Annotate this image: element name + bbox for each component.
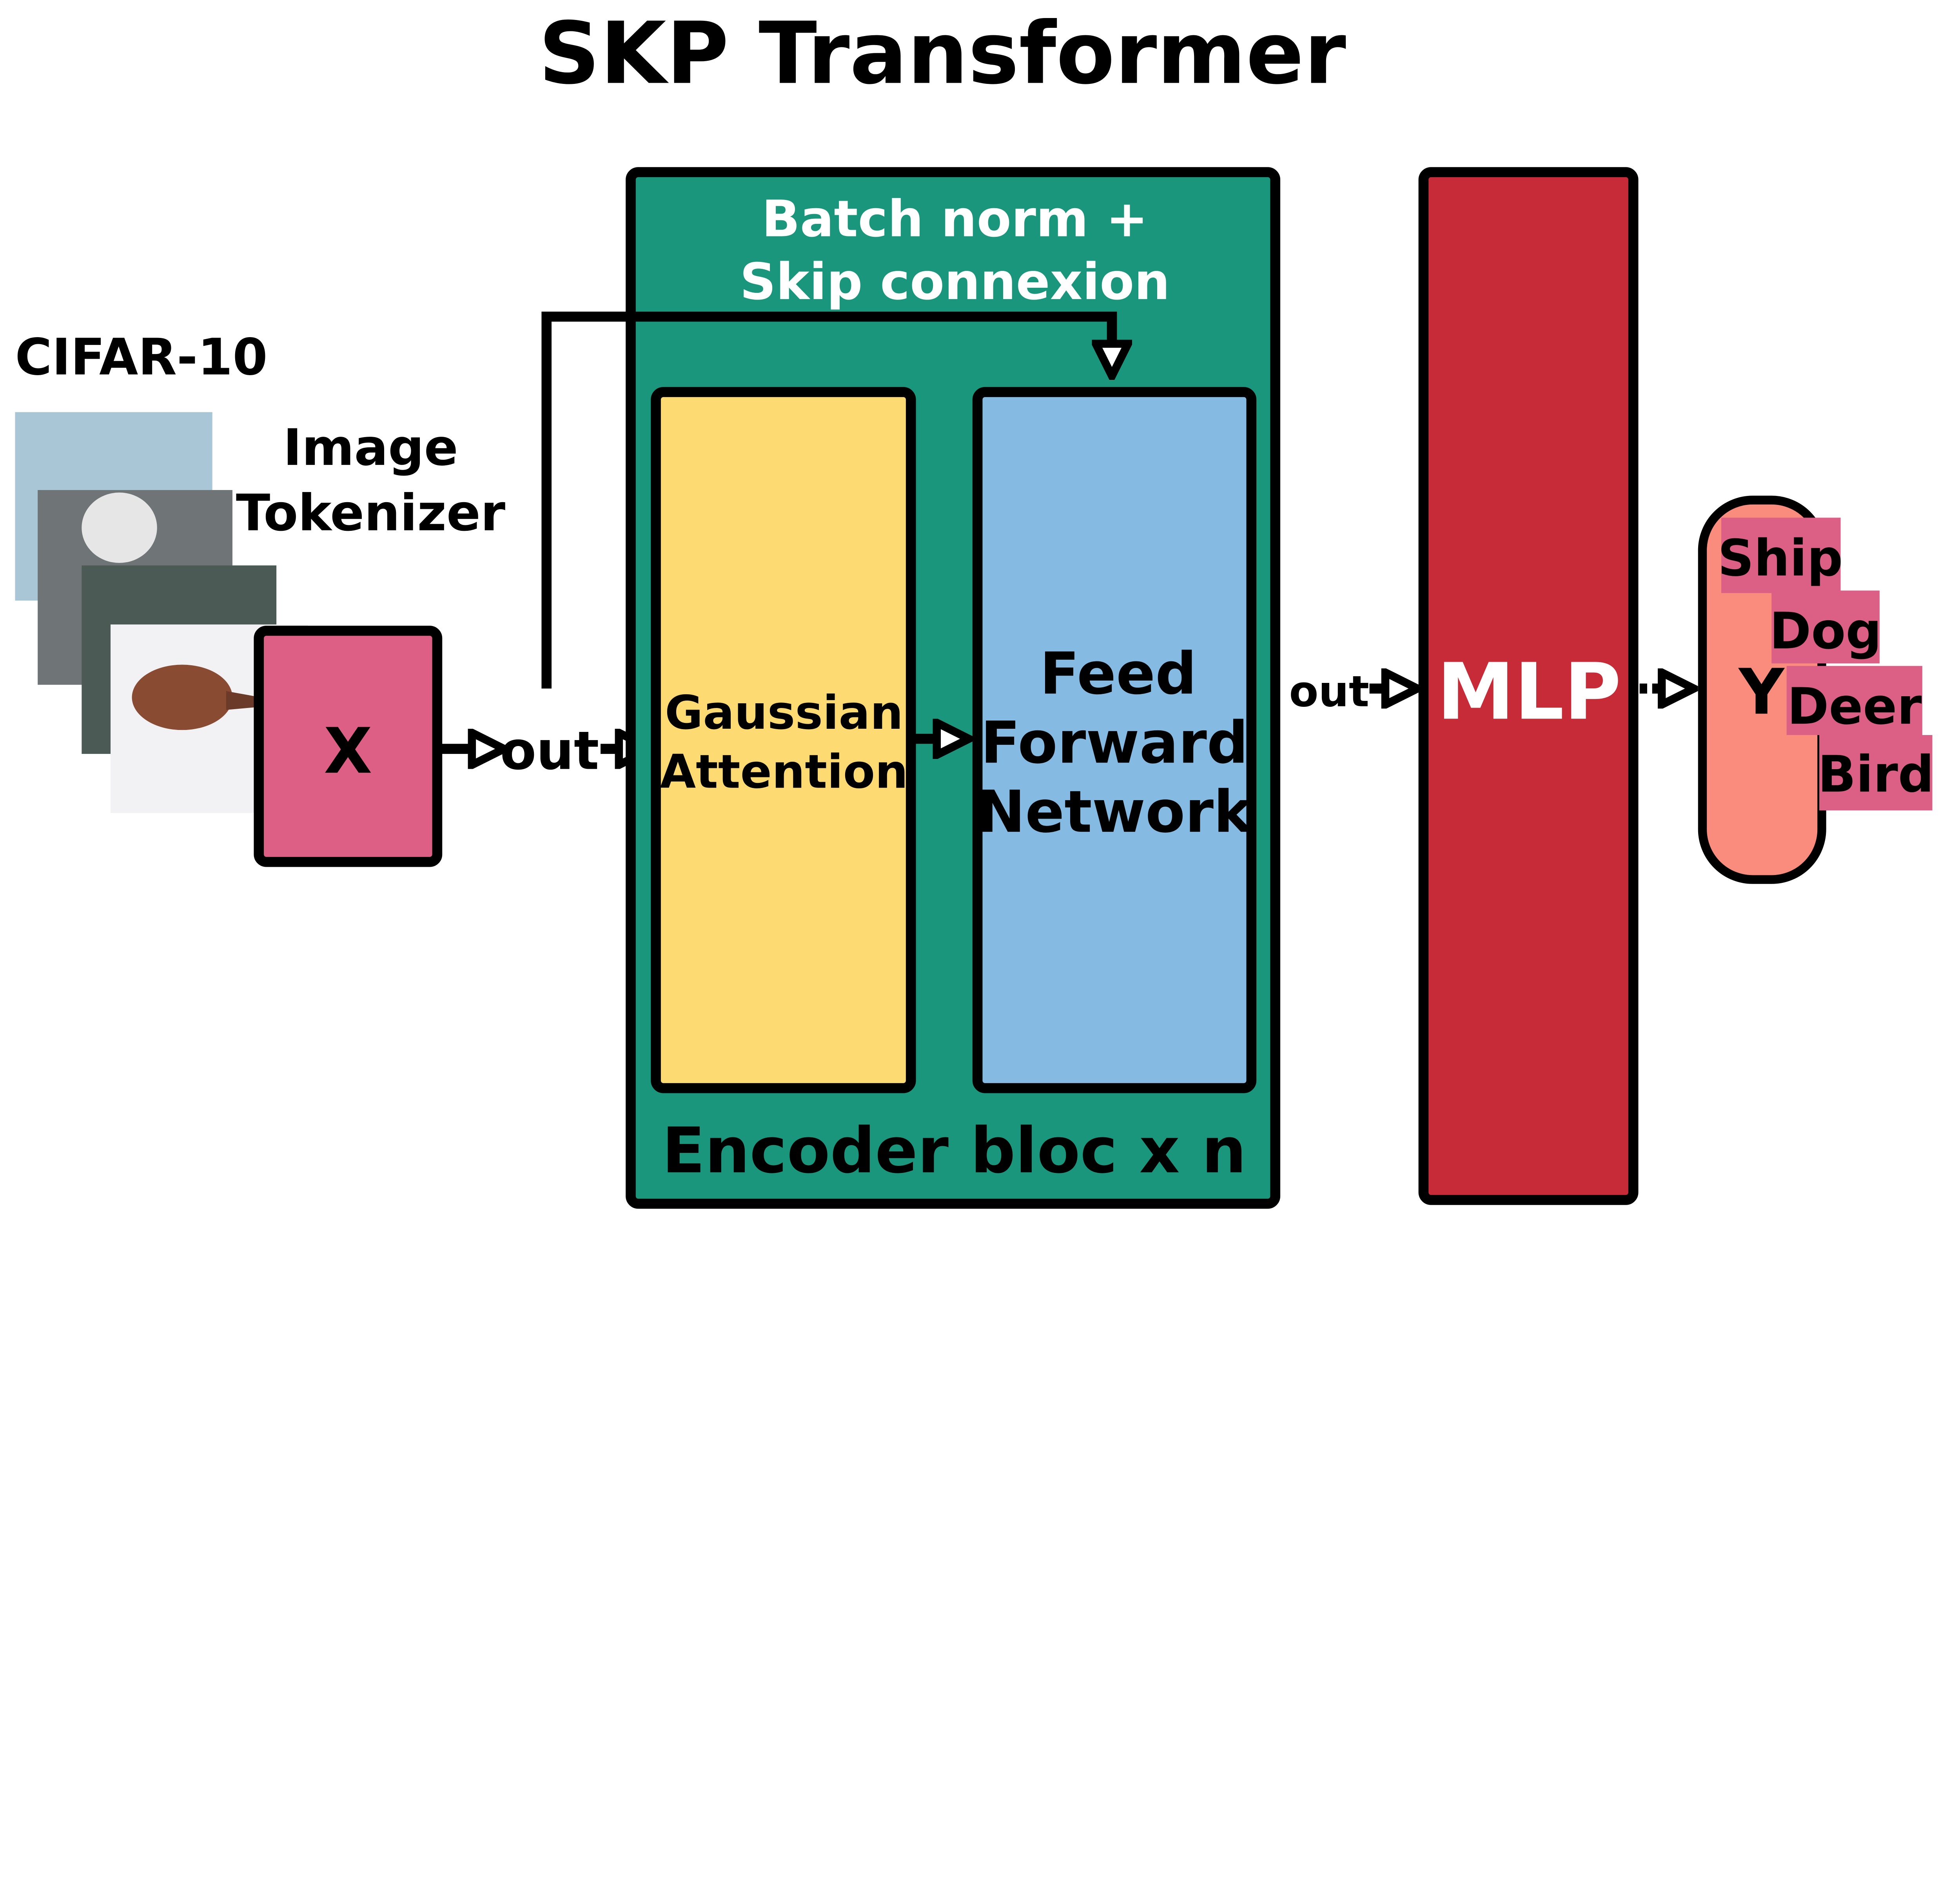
dataset-label: CIFAR-10 [15, 328, 267, 387]
attention-line2: Attention [660, 745, 908, 799]
ffn-line3: Network [977, 778, 1253, 846]
class-dog: Dog [1769, 602, 1882, 661]
class-tag-dog [1771, 590, 1880, 664]
gaussian-attention-block [651, 387, 916, 1093]
encoder-header-line1: Batch norm + [762, 190, 1148, 249]
class-tag-bird [1819, 735, 1933, 811]
image-bird-subject [132, 664, 232, 730]
output-y-label: Y [1738, 655, 1785, 729]
class-deer: Deer [1787, 677, 1922, 736]
feed-forward-network-block [972, 387, 1257, 1093]
input-x-label: X [324, 714, 372, 788]
mlp-block [1418, 167, 1639, 1205]
input-x-box [254, 626, 443, 867]
class-bird: Bird [1818, 745, 1934, 804]
encoder-header-line2: Skip connexion [740, 253, 1170, 311]
diagram-title: SKP Transformer [539, 4, 1346, 103]
tokenizer-line1: Image [283, 419, 458, 477]
skip-connection-arrow [541, 311, 1112, 689]
image-dog-subject [82, 492, 157, 563]
ffn-line2: Forward [981, 709, 1249, 777]
class-tag-deer [1786, 666, 1922, 735]
attention-line1: Gaussian [665, 686, 903, 740]
out-label-1: out [500, 720, 599, 782]
out-label-2: out [1289, 666, 1369, 716]
ffn-line1: Feed [1040, 640, 1196, 707]
mlp-label: MLP [1437, 646, 1621, 737]
skp-transformer-diagram: SKP Transformer CIFAR-10 Image Tokenizer… [15, 4, 1934, 1209]
class-ship: Ship [1718, 529, 1843, 588]
class-tag-ship [1721, 517, 1841, 593]
encoder-footer: Encoder bloc x n [662, 1114, 1247, 1187]
tokenizer-line2: Tokenizer [236, 484, 505, 543]
